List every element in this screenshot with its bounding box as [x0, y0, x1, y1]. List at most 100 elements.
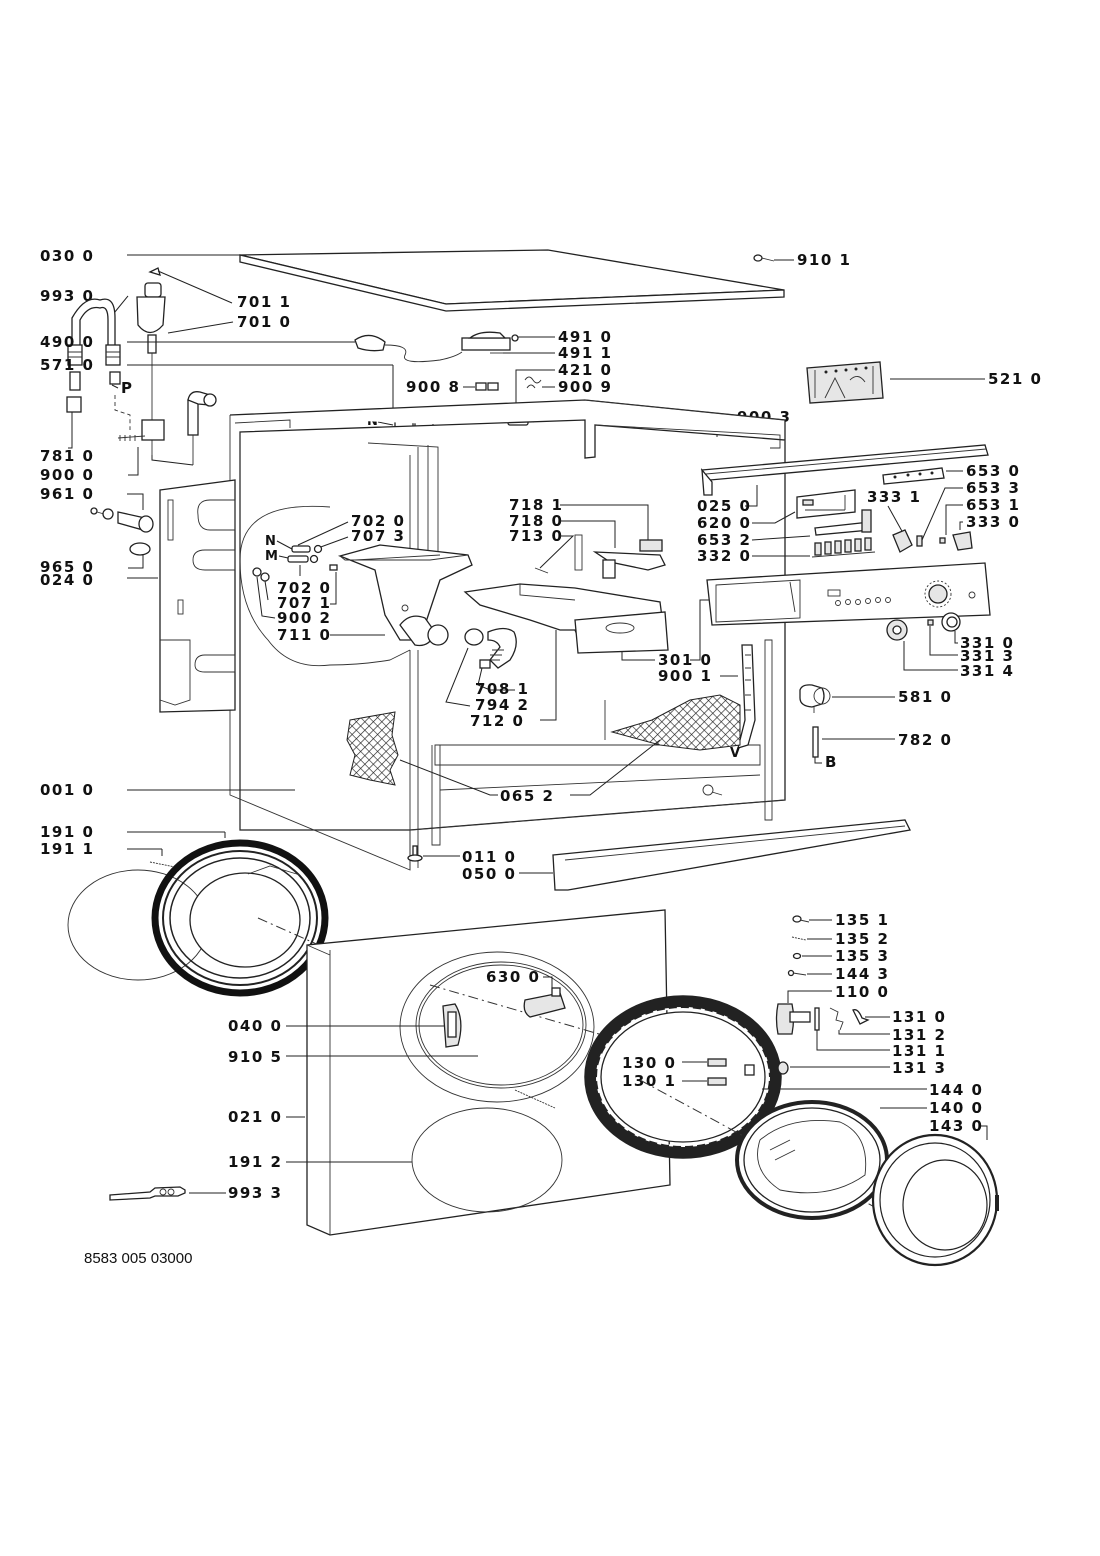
- connector-hoses-part: [287, 544, 338, 571]
- leader-line: [745, 485, 758, 507]
- leader-line: [787, 990, 832, 1003]
- callout-653-2: 653 2: [697, 531, 751, 549]
- button-strip-part: [814, 509, 872, 536]
- callout-620-0: 620 0: [697, 514, 751, 532]
- callout-144-3: 144 3: [835, 965, 889, 983]
- callout-571-0: 571 0: [40, 356, 94, 374]
- callout-130-0: 130 0: [622, 1054, 676, 1072]
- door-seal-wire: [411, 1107, 563, 1213]
- callout-781-0: 781 0: [40, 447, 94, 465]
- callout-900-2: 900 2: [277, 609, 331, 627]
- callout-718-1: 718 1: [509, 496, 563, 514]
- callout-331-4: 331 4: [960, 662, 1014, 680]
- callout-144-0: 144 0: [929, 1081, 983, 1099]
- callout-702-0-a: 702 0: [351, 512, 405, 530]
- spring-part: [149, 861, 176, 868]
- leader-line: [543, 976, 553, 988]
- leader-line: [540, 630, 557, 721]
- hinge-pin-part: [707, 1058, 727, 1067]
- marker-M-hose: M: [265, 549, 278, 564]
- pressure-switch-part: [799, 684, 831, 713]
- callout-333-0: 333 0: [966, 513, 1020, 531]
- callout-131-3: 131 3: [892, 1059, 946, 1077]
- callout-711-0: 711 0: [277, 626, 331, 644]
- callout-910-1: 910 1: [797, 251, 851, 269]
- callout-333-1: 333 1: [867, 488, 921, 506]
- elbow-fitting-part: [187, 391, 217, 465]
- foot-part: [407, 845, 423, 862]
- leader-line: [954, 631, 958, 644]
- screw-long-part: [787, 969, 807, 977]
- hinge-pin-part: [707, 1077, 727, 1086]
- front-panel-part: [306, 909, 671, 1236]
- callout-718-0: 718 0: [509, 512, 563, 530]
- callout-024-0: 024 0: [40, 571, 94, 589]
- leader-line: [816, 1030, 890, 1051]
- leader-line: [68, 412, 73, 449]
- callout-993-0: 993 0: [40, 287, 94, 305]
- leader-line: [477, 667, 515, 691]
- rear-panel-part: [159, 479, 236, 713]
- leader-line: [128, 447, 139, 476]
- leader-line: [167, 321, 234, 334]
- leader-line: [127, 493, 144, 510]
- gasket-wire: [67, 869, 209, 981]
- callout-782-0: 782 0: [898, 731, 952, 749]
- callout-712-0: 712 0: [470, 712, 524, 730]
- leader-line: [317, 536, 349, 549]
- callout-653-1: 653 1: [966, 496, 1020, 514]
- door-hinge-bracket-part: V: [730, 644, 756, 761]
- water-inlet-part: [136, 267, 166, 455]
- callout-065-2: 065 2: [500, 787, 554, 805]
- panel-rail-part: [700, 444, 989, 496]
- leader-line: [111, 384, 119, 389]
- callout-191-1: 191 1: [40, 840, 94, 858]
- callout-794-2: 794 2: [475, 696, 529, 714]
- insulation-mat-right: [610, 694, 741, 751]
- document-number: 8583 005 03000: [84, 1250, 193, 1267]
- callout-653-3: 653 3: [966, 479, 1020, 497]
- marker-P: P: [121, 379, 134, 397]
- callout-135-2: 135 2: [835, 930, 889, 948]
- leader-line: [560, 520, 616, 548]
- door-outer-ring-part: [584, 995, 782, 1159]
- marker-N-hose: N: [265, 534, 276, 549]
- leader-line: [838, 1030, 890, 1035]
- leader-line: [560, 504, 649, 540]
- callout-025-0: 025 0: [697, 497, 751, 515]
- dispenser-housing-part: [337, 544, 473, 647]
- leader-line: [814, 757, 822, 764]
- marker-N-valve: N: [367, 414, 378, 429]
- callout-701-1: 701 1: [237, 293, 291, 311]
- callout-021-0: 021 0: [228, 1108, 282, 1126]
- display-board-part: [796, 489, 856, 519]
- callout-191-0: 191 0: [40, 823, 94, 841]
- callout-332-0: 332 0: [697, 547, 751, 565]
- callout-708-1: 708 1: [475, 680, 529, 698]
- callout-521-0: 521 0: [988, 370, 1042, 388]
- callout-143-0: 143 0: [929, 1117, 983, 1135]
- callout-900-9: 900 9: [558, 378, 612, 396]
- screw-cap-part: [777, 1061, 789, 1075]
- bellows-hose-part: [464, 627, 517, 669]
- marker-B: B: [825, 753, 838, 771]
- door-inner-frame-part: [871, 1133, 999, 1267]
- detail-outline: [239, 505, 411, 667]
- seal-spring: [514, 1089, 556, 1109]
- callout-491-1: 491 1: [558, 344, 612, 362]
- leader-line: [752, 511, 796, 524]
- door-handle-part: [775, 1003, 870, 1035]
- leader-line: [256, 576, 276, 619]
- hook-part: [702, 784, 723, 796]
- callout-490-0: 490 0: [40, 333, 94, 351]
- callout-713-0: 713 0: [509, 527, 563, 545]
- leader-line: [570, 739, 661, 796]
- control-panel-fascia-part: [706, 562, 991, 626]
- leader-line: [929, 626, 958, 656]
- screw-small-part: [792, 915, 810, 923]
- clip-part: [475, 382, 499, 391]
- callout-140-0: 140 0: [929, 1099, 983, 1117]
- spanner-tool-part: [109, 1186, 186, 1201]
- hose-line: [151, 455, 194, 466]
